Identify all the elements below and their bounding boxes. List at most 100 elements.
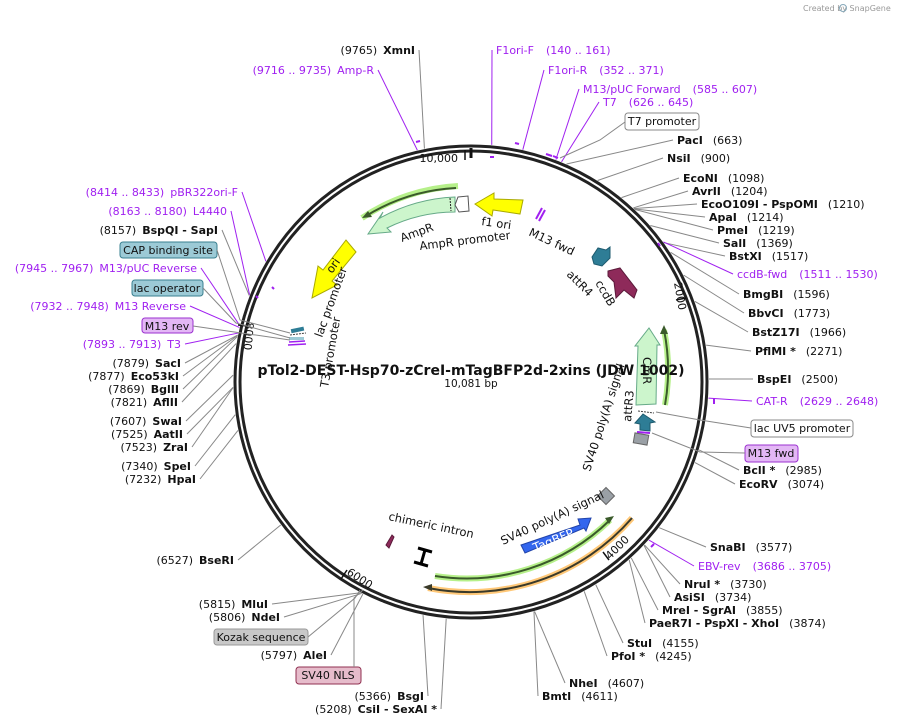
plasmid-title: pTol2-DEST-Hsp70-zCreI-mTagBFP2d-2xins (… xyxy=(258,363,685,379)
enzyme-site-label[interactable]: ApaI(1214) xyxy=(709,211,783,224)
primer-label[interactable]: (7893 .. 7913)T3 xyxy=(83,338,181,351)
enzyme-site-label[interactable]: BstZ17I(1966) xyxy=(752,326,846,339)
leader-line xyxy=(633,190,689,209)
enzyme-site-label[interactable]: AvrII(1204) xyxy=(692,185,767,198)
leader-line xyxy=(522,69,545,150)
enzyme-site-label[interactable]: BmgBI(1596) xyxy=(743,288,830,301)
enzyme-name: AatII xyxy=(154,428,183,441)
enzyme-site-label[interactable]: (8157)BspQI - SapI xyxy=(100,224,218,237)
attr3-label: attR3 xyxy=(620,390,637,422)
enzyme-site-label[interactable]: (5806)NdeI xyxy=(209,611,280,624)
enzyme-site-label[interactable]: PflMI *(2271) xyxy=(755,345,842,358)
enzyme-name: NsiI xyxy=(667,152,691,165)
enzyme-site-label[interactable]: (7340)SpeI xyxy=(121,460,191,473)
enzyme-site-label[interactable]: (6527)BseRI xyxy=(156,554,234,567)
enzyme-site-label[interactable]: (7877)Eco53kI xyxy=(88,370,179,383)
box-kozak-sequence[interactable]: Kozak sequence xyxy=(213,628,309,646)
leader-line xyxy=(630,557,659,611)
enzyme-site-label[interactable]: NheI(4607) xyxy=(569,677,644,690)
primer-label[interactable]: T7(626 .. 645) xyxy=(602,96,693,109)
box-sv40-nls[interactable]: SV40 NLS xyxy=(295,666,362,685)
enzyme-name: AvrII xyxy=(692,185,721,198)
enzyme-site-label[interactable]: EcoRV(3074) xyxy=(739,478,824,491)
enzyme-position: (663) xyxy=(713,134,743,147)
enzyme-site-label[interactable]: PfoI *(4245) xyxy=(611,650,692,663)
primer-label[interactable]: (9716 .. 9735)Amp-R xyxy=(253,64,375,77)
plasmid-length: 10,081 bp xyxy=(444,378,498,390)
primer-range: (585 .. 607) xyxy=(693,83,758,96)
enzyme-position: (7523) xyxy=(121,441,158,454)
leader-line xyxy=(621,177,680,199)
box-m13-fwd[interactable]: M13 fwd xyxy=(744,444,799,463)
leader-line xyxy=(633,203,698,210)
enzyme-position: (1517) xyxy=(772,250,809,263)
enzyme-position: (6527) xyxy=(156,554,193,567)
enzyme-site-label[interactable]: EcoO109I - PspOMI(1210) xyxy=(701,198,864,211)
primer-label[interactable]: ccdB-fwd(1511 .. 1530) xyxy=(737,268,878,281)
enzyme-site-label[interactable]: MreI - SgrAI(3855) xyxy=(662,604,783,617)
enzyme-site-label[interactable]: (7869)BglII xyxy=(108,383,179,396)
leader-line xyxy=(650,225,720,244)
enzyme-site-label[interactable]: (7821)AflII xyxy=(111,396,178,409)
leader-line xyxy=(199,430,239,480)
m13-fwd-inner-label: M13 fwd xyxy=(527,225,577,258)
enzyme-site-label[interactable]: BmtI(4611) xyxy=(542,690,618,703)
tick-label-6000: 6000 xyxy=(344,566,375,592)
enzyme-site-label[interactable]: EcoNI(1098) xyxy=(683,172,764,185)
enzyme-site-label[interactable]: (5815)MluI xyxy=(199,598,268,611)
primer-name: ccdB-fwd xyxy=(737,268,787,281)
enzyme-position: (5797) xyxy=(261,649,298,662)
enzyme-site-label[interactable]: BstXI(1517) xyxy=(729,250,808,263)
enzyme-site-label[interactable]: (7232)HpaI xyxy=(125,473,196,486)
leader-line xyxy=(186,386,234,435)
enzyme-site-label[interactable]: BspEI (2500) xyxy=(757,373,838,386)
leader-line xyxy=(534,611,566,684)
enzyme-name: BspEI xyxy=(757,373,791,386)
primer-label[interactable]: EBV-rev(3686 .. 3705) xyxy=(698,560,831,573)
primer-label[interactable]: (7932 .. 7948)M13 Reverse xyxy=(30,300,186,313)
leader-line xyxy=(185,374,234,422)
enzyme-site-label[interactable]: AsiSI(3734) xyxy=(674,591,751,604)
primer-label[interactable]: (8163 .. 8180)L4440 xyxy=(108,205,227,218)
enzyme-site-label[interactable]: BclI *(2985) xyxy=(743,464,822,477)
enzyme-site-label[interactable]: (9765)XmnI xyxy=(341,44,415,57)
enzyme-site-label[interactable]: NsiI(900) xyxy=(667,152,730,165)
enzyme-name: PacI xyxy=(677,134,703,147)
primer-range: (9716 .. 9735) xyxy=(253,64,332,77)
primer-label[interactable]: F1ori-F(140 .. 161) xyxy=(496,44,611,57)
enzyme-site-label[interactable]: (7525)AatII xyxy=(111,428,183,441)
enzyme-site-label[interactable]: (7607)SwaI xyxy=(110,415,182,428)
enzyme-site-label[interactable]: BbvCI(1773) xyxy=(748,307,830,320)
leader-line xyxy=(241,191,267,262)
box-t7-promoter[interactable]: T7 promoter xyxy=(624,112,700,131)
primer-label[interactable]: (8414 .. 8433)pBR322ori-F xyxy=(86,186,238,199)
enzyme-site-label[interactable]: (5366)BsgI xyxy=(355,690,424,703)
enzyme-site-label[interactable]: PmeI(1219) xyxy=(717,224,795,237)
enzyme-name: BclI * xyxy=(743,464,776,477)
enzyme-site-label[interactable]: SalI(1369) xyxy=(723,237,793,250)
leader-line xyxy=(283,592,362,618)
primer-label[interactable]: M13/pUC Forward(585 .. 607) xyxy=(583,83,757,96)
box-lac-uv5-promoter[interactable]: lac UV5 promoter xyxy=(750,419,854,438)
box-cap-binding-site[interactable]: CAP binding site xyxy=(119,241,218,259)
enzyme-site-label[interactable]: NruI *(3730) xyxy=(684,578,767,591)
enzyme-position: (2500) xyxy=(801,373,838,386)
primer-label[interactable]: CAT-R(2629 .. 2648) xyxy=(756,395,878,408)
enzyme-position: (1369) xyxy=(756,237,793,250)
enzyme-name: MreI - SgrAI xyxy=(662,604,736,617)
leader-line xyxy=(555,88,580,160)
enzyme-site-label[interactable]: (7879)SacI xyxy=(112,357,181,370)
leader-line xyxy=(708,397,753,402)
enzyme-site-label[interactable]: PacI (663) xyxy=(677,134,742,147)
primer-label[interactable]: (7945 .. 7967)M13/pUC Reverse xyxy=(15,262,197,275)
box-lac-operator[interactable]: lac operator xyxy=(131,279,204,297)
enzyme-site-label[interactable]: StuI(4155) xyxy=(627,637,699,650)
box-m13-rev[interactable]: M13 rev xyxy=(141,317,194,334)
enzyme-site-label[interactable]: (5208)CsiI - SexAI * xyxy=(315,703,437,716)
enzyme-site-label[interactable]: (5797)AleI xyxy=(261,649,327,662)
enzyme-site-label[interactable]: (7523)ZraI xyxy=(121,441,189,454)
enzyme-position: (5806) xyxy=(209,611,246,624)
enzyme-site-label[interactable]: PaeR7I - PspXI - XhoI(3874) xyxy=(649,617,826,630)
enzyme-site-label[interactable]: SnaBI(3577) xyxy=(710,541,792,554)
primer-label[interactable]: F1ori-R(352 .. 371) xyxy=(548,64,664,77)
